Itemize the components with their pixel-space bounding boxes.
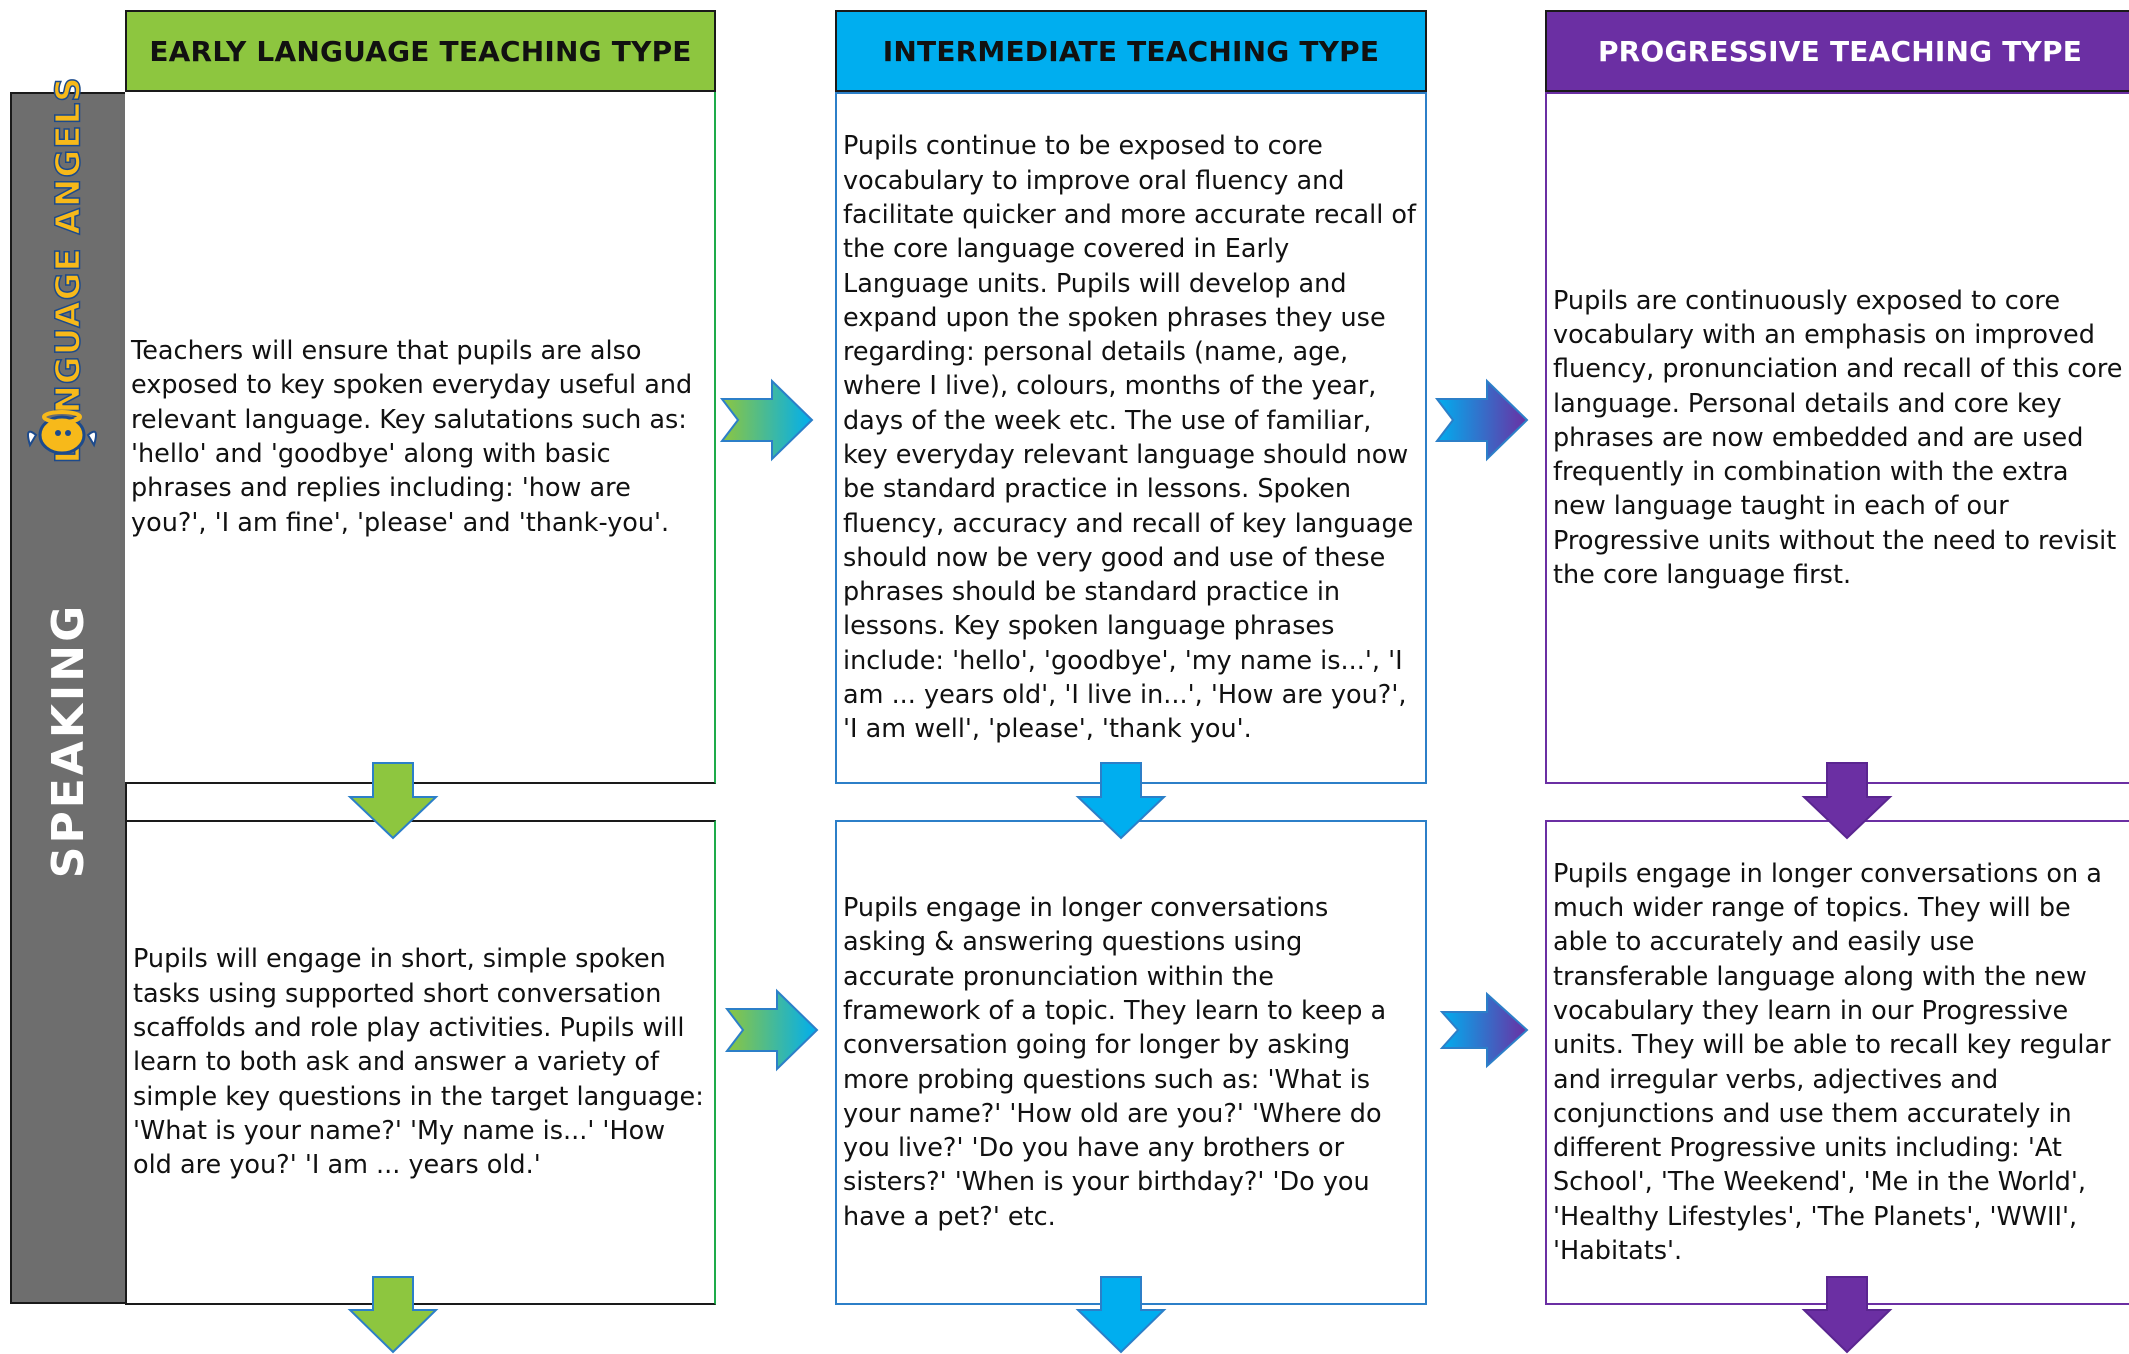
progressive-top-text: Pupils are continuously exposed to core … <box>1553 285 2123 591</box>
down-arrow-icon <box>1075 762 1167 840</box>
header-progressive: PROGRESSIVE TEACHING TYPE <box>1545 10 2129 92</box>
right-arrow-icon <box>724 988 819 1072</box>
early-top-text: Teachers will ensure that pupils are als… <box>131 336 693 538</box>
progressive-bottom-text: Pupils engage in longer conversations on… <box>1553 858 2111 1266</box>
early-bottom-cell: Pupils will engage in short, simple spok… <box>125 820 716 1305</box>
angel-mascot-icon <box>27 410 97 455</box>
progressive-bottom-cell: Pupils engage in longer conversations on… <box>1545 820 2129 1305</box>
down-arrow-icon <box>1075 1276 1167 1354</box>
intermediate-top-text: Pupils continue to be exposed to core vo… <box>843 131 1416 745</box>
speaking-sidebar <box>10 92 127 1304</box>
intermediate-top-cell: Pupils continue to be exposed to core vo… <box>835 92 1427 784</box>
down-arrow-icon <box>1801 762 1893 840</box>
down-arrow-icon <box>347 762 439 840</box>
header-progressive-label: PROGRESSIVE TEACHING TYPE <box>1597 34 2083 68</box>
right-arrow-icon <box>719 378 814 462</box>
header-early-language: EARLY LANGUAGE TEACHING TYPE <box>125 10 716 92</box>
down-arrow-icon <box>347 1276 439 1354</box>
progressive-top-cell: Pupils are continuously exposed to core … <box>1545 92 2129 784</box>
right-arrow-icon <box>1434 378 1529 462</box>
header-early-label: EARLY LANGUAGE TEACHING TYPE <box>149 34 692 68</box>
down-arrow-icon <box>1801 1276 1893 1354</box>
right-arrow-icon <box>1439 991 1529 1069</box>
intermediate-bottom-cell: Pupils engage in longer conversations as… <box>835 820 1427 1305</box>
intermediate-bottom-text: Pupils engage in longer conversations as… <box>843 893 1387 1232</box>
header-intermediate-label: INTERMEDIATE TEACHING TYPE <box>882 34 1380 68</box>
header-intermediate: INTERMEDIATE TEACHING TYPE <box>835 10 1427 92</box>
early-top-cell: Teachers will ensure that pupils are als… <box>125 92 716 784</box>
early-bottom-text: Pupils will engage in short, simple spok… <box>133 944 704 1181</box>
